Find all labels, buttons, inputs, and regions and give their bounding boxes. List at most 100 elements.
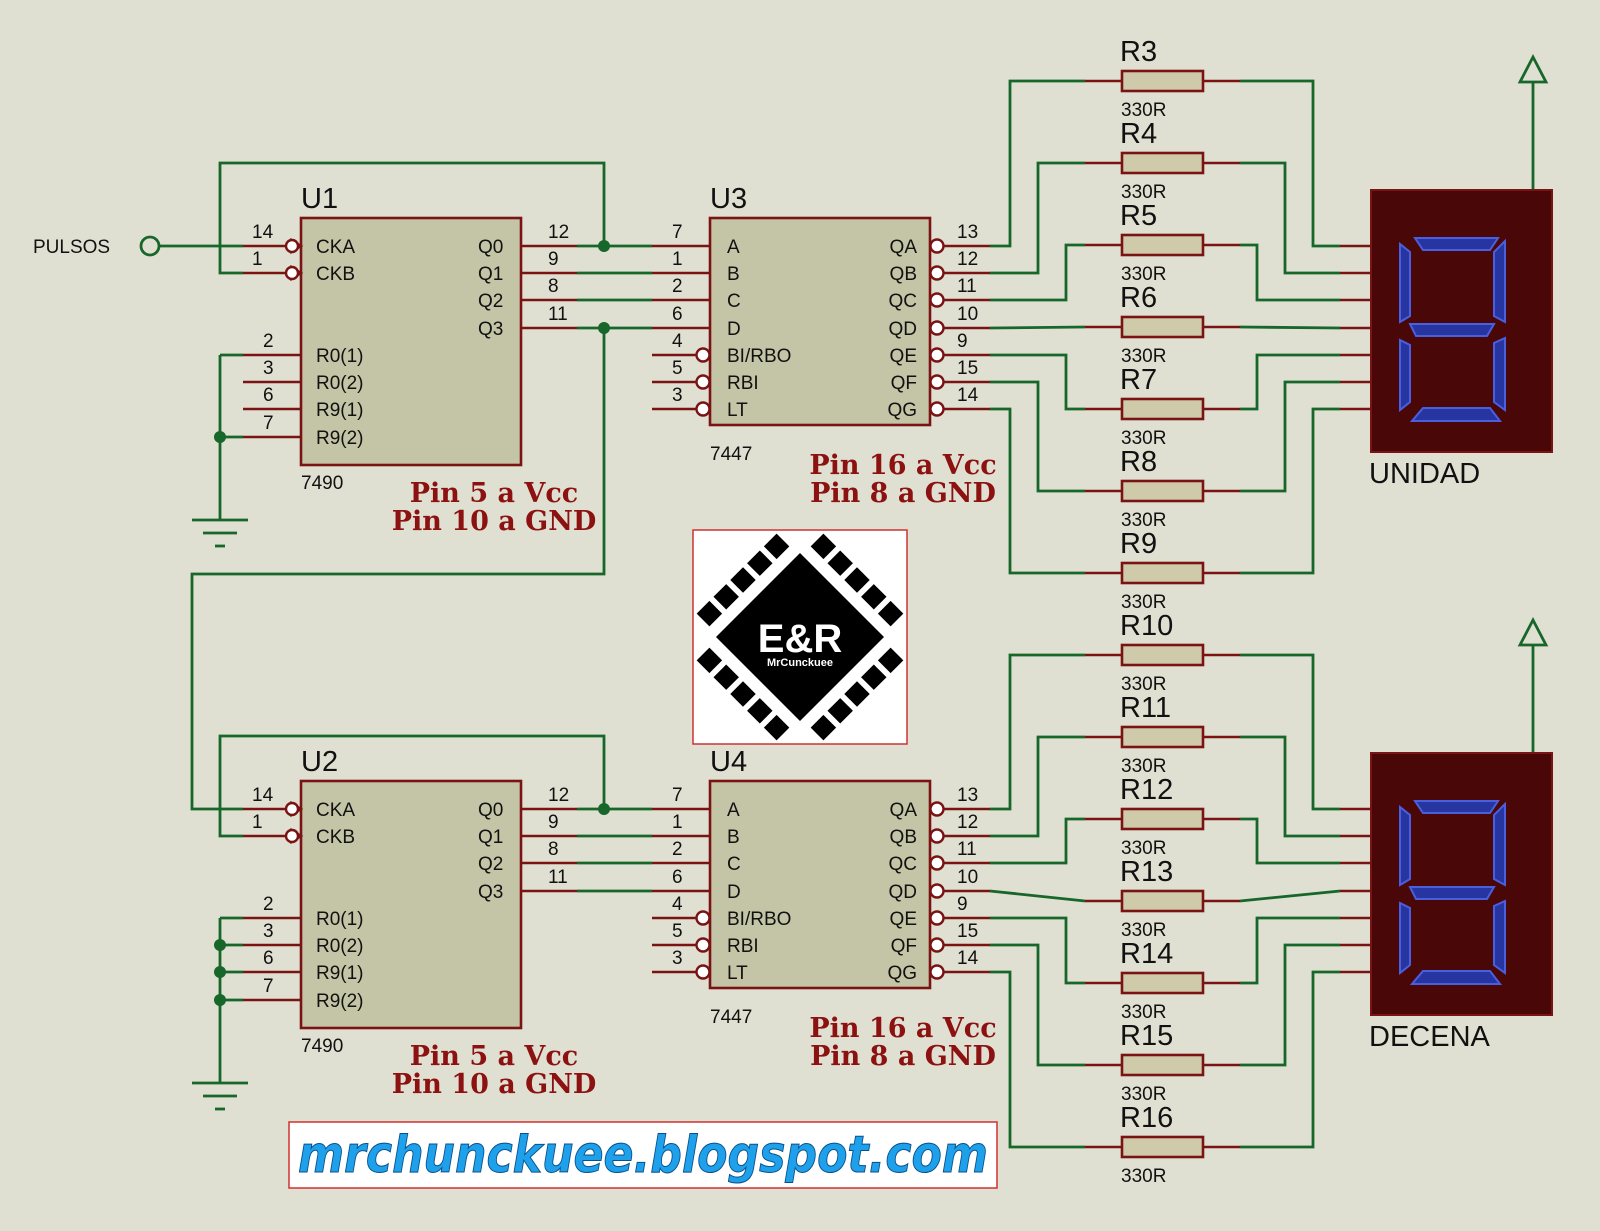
counter-note-line2: Pin 10 a GND: [392, 506, 597, 537]
pin-label: Q3: [478, 319, 503, 340]
pin-number: 11: [548, 867, 568, 888]
segment-wire: [1240, 916, 1340, 985]
counter-note-line1: Pin 5 a Vcc: [410, 1041, 579, 1072]
resistor-ref: R3: [1120, 36, 1157, 68]
display-label: UNIDAD: [1369, 458, 1480, 490]
pin-label: A: [727, 800, 740, 821]
resistor-ref: R12: [1120, 774, 1173, 806]
pin-label: C: [727, 854, 741, 875]
segment-wire: [990, 79, 1085, 248]
resistor-value: 330R: [1121, 674, 1166, 695]
pin-label: QB: [890, 827, 917, 848]
logo-pad: [763, 714, 790, 741]
segment-wire: [1240, 970, 1340, 1149]
logo-pad: [763, 533, 790, 560]
segment-wire: [1240, 735, 1340, 838]
counter-ref: U1: [301, 183, 338, 215]
segment-wire: [990, 407, 1085, 575]
counter-note-line1: Pin 5 a Vcc: [410, 478, 579, 509]
junction-dot: [214, 994, 226, 1006]
seven-segment-display-unidad: UNIDAD: [1340, 53, 1553, 490]
seven-segment-display-decena: DECENA: [1340, 616, 1553, 1053]
logo-pad: [747, 550, 773, 576]
resistor-body: [1120, 1053, 1205, 1077]
logo-pad: [696, 600, 723, 627]
resistor-body: [1120, 889, 1205, 913]
pin-label: Q1: [478, 827, 503, 848]
pin-label: R9(1): [316, 963, 364, 984]
input-label: PULSOS: [33, 237, 110, 258]
pin-label: QD: [889, 319, 918, 340]
vcc-arrow-icon: [1517, 53, 1549, 84]
decoder-body: [708, 216, 932, 427]
pin-number: 15: [957, 358, 978, 379]
segment-wire: [1240, 407, 1340, 575]
logo-pad: [696, 647, 723, 674]
resistor-r14: R14 330R: [1085, 938, 1240, 1023]
resistor-ref: R14: [1120, 938, 1173, 970]
pin-label: QG: [887, 400, 917, 421]
segment-g: [1408, 323, 1496, 337]
segment-b: [1493, 238, 1506, 324]
segment-wire: [1239, 889, 1341, 903]
pin-label: R0(1): [316, 909, 364, 930]
pin-number: 1: [252, 812, 263, 833]
pin-number: 6: [263, 948, 274, 969]
segment-wire: [1240, 943, 1340, 1067]
resistor-ref: R6: [1120, 282, 1157, 314]
pin-label: Q0: [478, 800, 503, 821]
resistor-value: 330R: [1121, 1002, 1166, 1023]
pin-number: 2: [672, 839, 683, 860]
segment-wire: [990, 916, 1085, 985]
pin-number: 3: [263, 358, 274, 379]
counter-note-line2: Pin 10 a GND: [392, 1069, 597, 1100]
counter-ref: U2: [301, 746, 338, 778]
pin-label: RBI: [727, 373, 759, 394]
counter-u2: U2749014CKA1CKB2R0(1)3R0(2)6R9(1)7R9(2)1…: [243, 746, 596, 1100]
segment-wire: [990, 817, 1085, 865]
pin-label: CKB: [316, 827, 355, 848]
segment-a: [1413, 800, 1500, 814]
pin-number: 1: [672, 249, 683, 270]
pin-label: R9(2): [316, 428, 364, 449]
segment-wire: [1240, 79, 1340, 248]
pin-number: 14: [957, 385, 979, 406]
blog-url: mrchunckuee.blogspot.com: [298, 1126, 988, 1185]
pin-label: Q2: [478, 854, 503, 875]
segment-wire: [1240, 817, 1340, 865]
pin-number: 11: [957, 839, 977, 860]
logo-pad: [810, 533, 837, 560]
resistor-value: 330R: [1121, 592, 1166, 613]
resistor-body: [1120, 315, 1205, 339]
pin-label: QB: [890, 264, 917, 285]
pin-label: QF: [891, 936, 917, 957]
resistor-ref: R5: [1120, 200, 1157, 232]
resistor-ref: R16: [1120, 1102, 1173, 1134]
pin-number: 5: [672, 358, 683, 379]
junction-dot: [598, 322, 610, 334]
decoder-note-line1: Pin 16 a Vcc: [809, 1013, 996, 1044]
segment-f: [1399, 241, 1411, 324]
pin-number: 12: [957, 812, 978, 833]
segment-wire: [989, 325, 1086, 330]
logo-pad: [747, 698, 773, 724]
pin-label: QC: [889, 291, 918, 312]
pin-label: D: [727, 882, 741, 903]
pin-label: R9(2): [316, 991, 364, 1012]
feedback-wire: [218, 161, 606, 275]
pin-number: 8: [548, 276, 559, 297]
pin-label: LT: [727, 963, 748, 984]
resistor-value: 330R: [1121, 920, 1166, 941]
pin-number: 1: [252, 249, 263, 270]
segment-f: [1399, 804, 1411, 887]
pin-label: Q0: [478, 237, 503, 258]
segment-wire: [1239, 325, 1341, 330]
pin-label: C: [727, 291, 741, 312]
resistor-body: [1120, 69, 1205, 93]
pin-number: 10: [957, 867, 978, 888]
resistor-ref: R13: [1120, 856, 1173, 888]
